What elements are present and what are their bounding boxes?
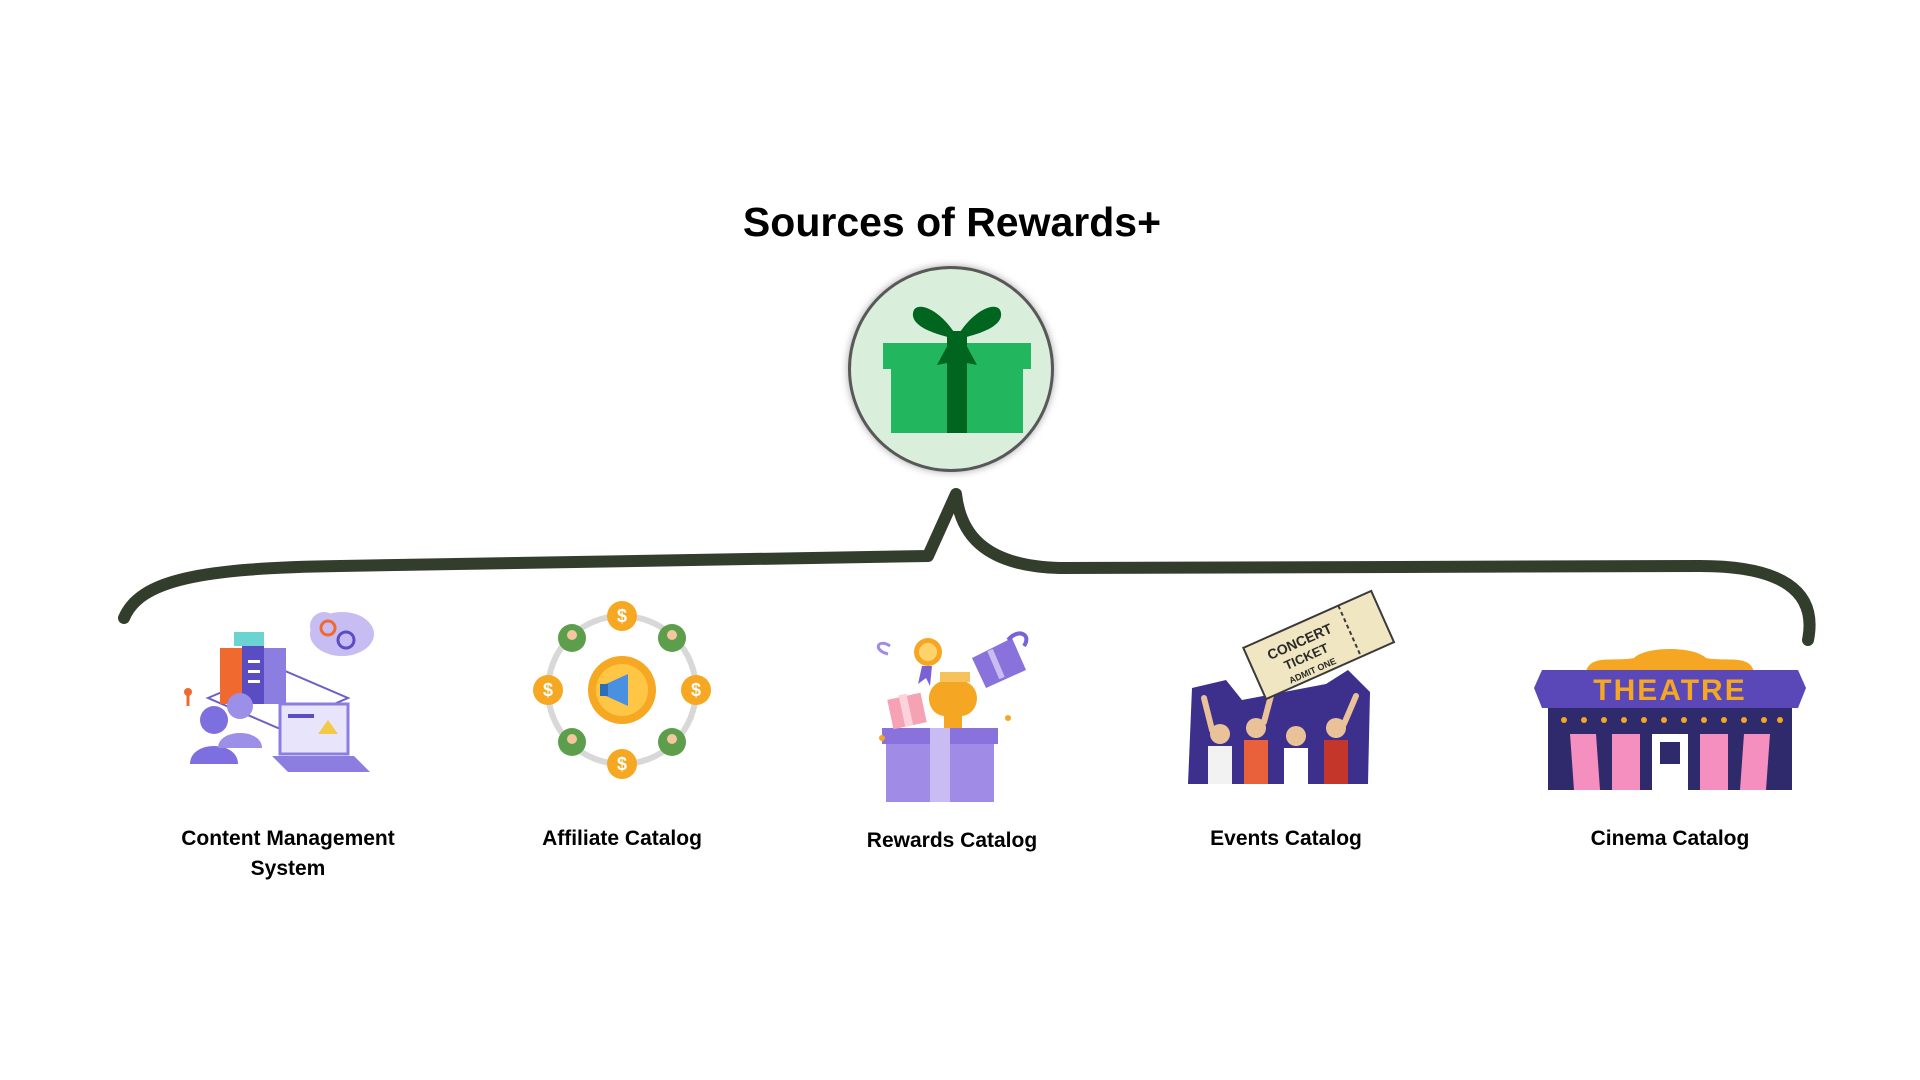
source-cms: Content Management System xyxy=(148,588,428,884)
gift-icon xyxy=(883,306,1031,433)
source-label-cms: Content Management System xyxy=(181,827,395,880)
trophy-gift-box-icon xyxy=(876,631,1029,802)
source-label-affiliate: Affiliate Catalog xyxy=(542,827,702,850)
svg-text:$: $ xyxy=(617,606,627,626)
theatre-building-icon: THEATRE xyxy=(1534,649,1806,790)
concert-ticket-icon: CONCERT TICKET ADMIT ONE xyxy=(1188,589,1396,784)
source-rewards: Rewards Catalog xyxy=(812,588,1092,856)
server-laptop-icon xyxy=(184,612,374,772)
source-events: CONCERT TICKET ADMIT ONE Events Catalog xyxy=(1146,588,1426,854)
svg-text:$: $ xyxy=(691,680,701,700)
source-label-cinema: Cinema Catalog xyxy=(1590,827,1750,850)
source-cinema: THEATRE Cinema Catalog xyxy=(1530,588,1810,854)
theatre-sign-text: THEATRE xyxy=(1593,674,1746,707)
svg-text:$: $ xyxy=(543,680,553,700)
diagram-title: Sources of Rewards+ xyxy=(742,199,1162,245)
source-label-rewards: Rewards Catalog xyxy=(866,829,1038,852)
megaphone-network-icon: $ $ $ $ xyxy=(533,601,711,779)
center-node xyxy=(848,266,1054,472)
svg-text:$: $ xyxy=(617,754,627,774)
source-label-events: Events Catalog xyxy=(1210,827,1362,850)
source-affiliate: $ $ $ $ Affiliate Catalog xyxy=(482,588,762,854)
